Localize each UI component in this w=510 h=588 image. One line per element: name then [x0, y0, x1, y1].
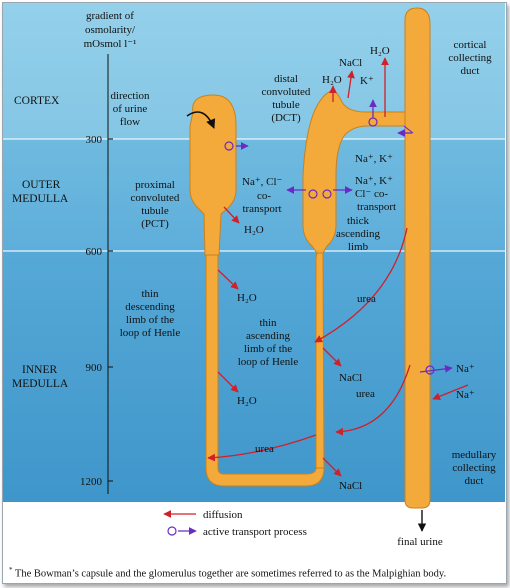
- legend-pump-circle-icon: [167, 526, 177, 536]
- diffusion-arrow-icon: [314, 227, 408, 343]
- na-k-cl-label-2: Cl⁻ co-: [355, 188, 388, 200]
- thin-ascending-limb: [315, 252, 325, 479]
- thin-ascending-label-3: limb of the: [244, 343, 292, 355]
- tick-600: 600: [86, 246, 103, 258]
- na-k-cl-label-3: transport: [357, 201, 396, 213]
- diffusion-arrows: [207, 57, 469, 477]
- thin-descending-label-4: loop of Henle: [120, 327, 181, 339]
- h2o-label-desc-1: H₂O: [237, 292, 257, 304]
- dct-label-4: (DCT): [271, 112, 301, 124]
- cortical-duct-label-1: cortical: [454, 39, 487, 51]
- co-label: co-: [257, 190, 271, 202]
- na-label-diffusion: Na⁺: [456, 389, 475, 401]
- transport-label: transport: [242, 203, 281, 215]
- nacl-label-bottom: NaCl: [339, 480, 362, 492]
- axis-title-line3: mOsmol l⁻¹: [84, 38, 137, 50]
- diffusion-arrow-icon: [217, 371, 239, 393]
- active-transport-arrow-icon: [419, 365, 453, 373]
- legend-diffusion-label: diffusion: [203, 509, 243, 521]
- thin-ascending-label-4: loop of Henle: [238, 356, 299, 368]
- pump-circle-icon: [425, 365, 435, 375]
- dct-label-3: tubule: [272, 99, 300, 111]
- inner-medulla-label-2: MEDULLA: [12, 378, 69, 390]
- collecting-duct: [404, 7, 431, 509]
- cortical-duct-label-2: collecting: [448, 52, 492, 64]
- urine-flow-arrow-icon: [186, 111, 216, 129]
- na-cl-label: Na⁺, Cl⁻: [242, 176, 283, 188]
- proximal-tubule: [189, 94, 237, 256]
- thick-limb-label-1: thick: [347, 215, 369, 227]
- osmolarity-axis: 300 600 900 1200 gradient of osmolarity/…: [80, 10, 136, 494]
- footnote-marker: *: [9, 566, 13, 574]
- diffusion-arrow-icon: [223, 206, 240, 224]
- thick-limb-label-3: limb: [348, 241, 369, 253]
- urea-label-3: urea: [255, 443, 274, 455]
- thin-descending-label-1: thin: [141, 288, 159, 300]
- loop-of-henle-bottom: [205, 254, 325, 487]
- direction-label-1: direction: [110, 90, 150, 102]
- medullary-duct-label-1: medullary: [452, 449, 497, 461]
- tick-1200: 1200: [80, 476, 103, 488]
- dct-label-2: convoluted: [262, 86, 311, 98]
- h2o-label-dct: H₂O: [322, 74, 342, 86]
- outer-medulla-label-2: MEDULLA: [12, 193, 69, 205]
- diffusion-arrow-icon: [207, 434, 317, 462]
- medullary-duct-label-3: duct: [465, 475, 484, 487]
- nacl-label-cortex: NaCl: [339, 57, 362, 69]
- h2o-label-pct: H₂O: [244, 224, 264, 236]
- footnote: * The Bowman’s capsule and the glomerulu…: [9, 566, 504, 580]
- pump-circle-icon: [308, 189, 318, 199]
- medullary-duct-label-2: collecting: [452, 462, 496, 474]
- nacl-label-ascending: NaCl: [339, 372, 362, 384]
- tick-300: 300: [86, 134, 103, 146]
- tick-900: 900: [86, 362, 103, 374]
- axis-title-line1: gradient of: [86, 10, 134, 22]
- na-k-cl-label-1: Na⁺, K⁺: [355, 175, 393, 187]
- urea-label-2: urea: [356, 388, 375, 400]
- axis-title-line2: osmolarity/: [85, 24, 136, 36]
- pct-label-4: (PCT): [141, 218, 169, 230]
- pct-label-3: tubule: [141, 205, 169, 217]
- thin-ascending-label-1: thin: [259, 317, 277, 329]
- pump-circle-icon: [368, 117, 378, 127]
- cortex-label: CORTEX: [14, 95, 60, 107]
- direction-label-3: flow: [120, 116, 140, 128]
- pump-circle-icon: [322, 189, 332, 199]
- cortical-duct-label-3: duct: [461, 65, 480, 77]
- pct-label-1: proximal: [135, 179, 175, 191]
- diffusion-arrow-icon: [217, 269, 239, 290]
- distal-tubule: [302, 90, 406, 254]
- k-label: K⁺: [360, 75, 374, 87]
- diffusion-arrow-icon: [347, 70, 355, 99]
- active-transport: [224, 99, 453, 375]
- outer-medulla-label-1: OUTER: [22, 179, 61, 191]
- dct-label-1: distal: [274, 73, 298, 85]
- legend: diffusion active transport process: [163, 509, 307, 538]
- legend-active-label: active transport process: [203, 526, 307, 538]
- urea-label-1: urea: [357, 293, 376, 305]
- diffusion-arrow-icon: [432, 384, 469, 401]
- thin-ascending-label-2: ascending: [246, 330, 290, 342]
- thin-descending-label-3: limb of the: [126, 314, 174, 326]
- pump-circle-icon: [224, 141, 234, 151]
- thin-descending-label-2: descending: [125, 301, 175, 313]
- h2o-label-desc-2: H₂O: [237, 395, 257, 407]
- na-label-pump: Na⁺: [456, 363, 475, 375]
- final-urine-label: final urine: [397, 536, 443, 548]
- h2o-label-cortex: H₂O: [370, 45, 390, 57]
- thick-limb-label-2: ascending: [336, 228, 380, 240]
- diffusion-arrow-icon: [322, 457, 342, 477]
- diffusion-arrow-icon: [335, 364, 411, 436]
- na-k-label: Na⁺, K⁺: [355, 153, 393, 165]
- pct-label-2: convoluted: [131, 192, 180, 204]
- diffusion-arrow-icon: [322, 347, 342, 367]
- footnote-text: The Bowman’s capsule and the glomerulus …: [12, 568, 447, 580]
- active-transport-arrow-icon: [403, 125, 414, 134]
- direction-label-2: of urine: [113, 103, 148, 115]
- inner-medulla-label-1: INNER: [22, 364, 57, 376]
